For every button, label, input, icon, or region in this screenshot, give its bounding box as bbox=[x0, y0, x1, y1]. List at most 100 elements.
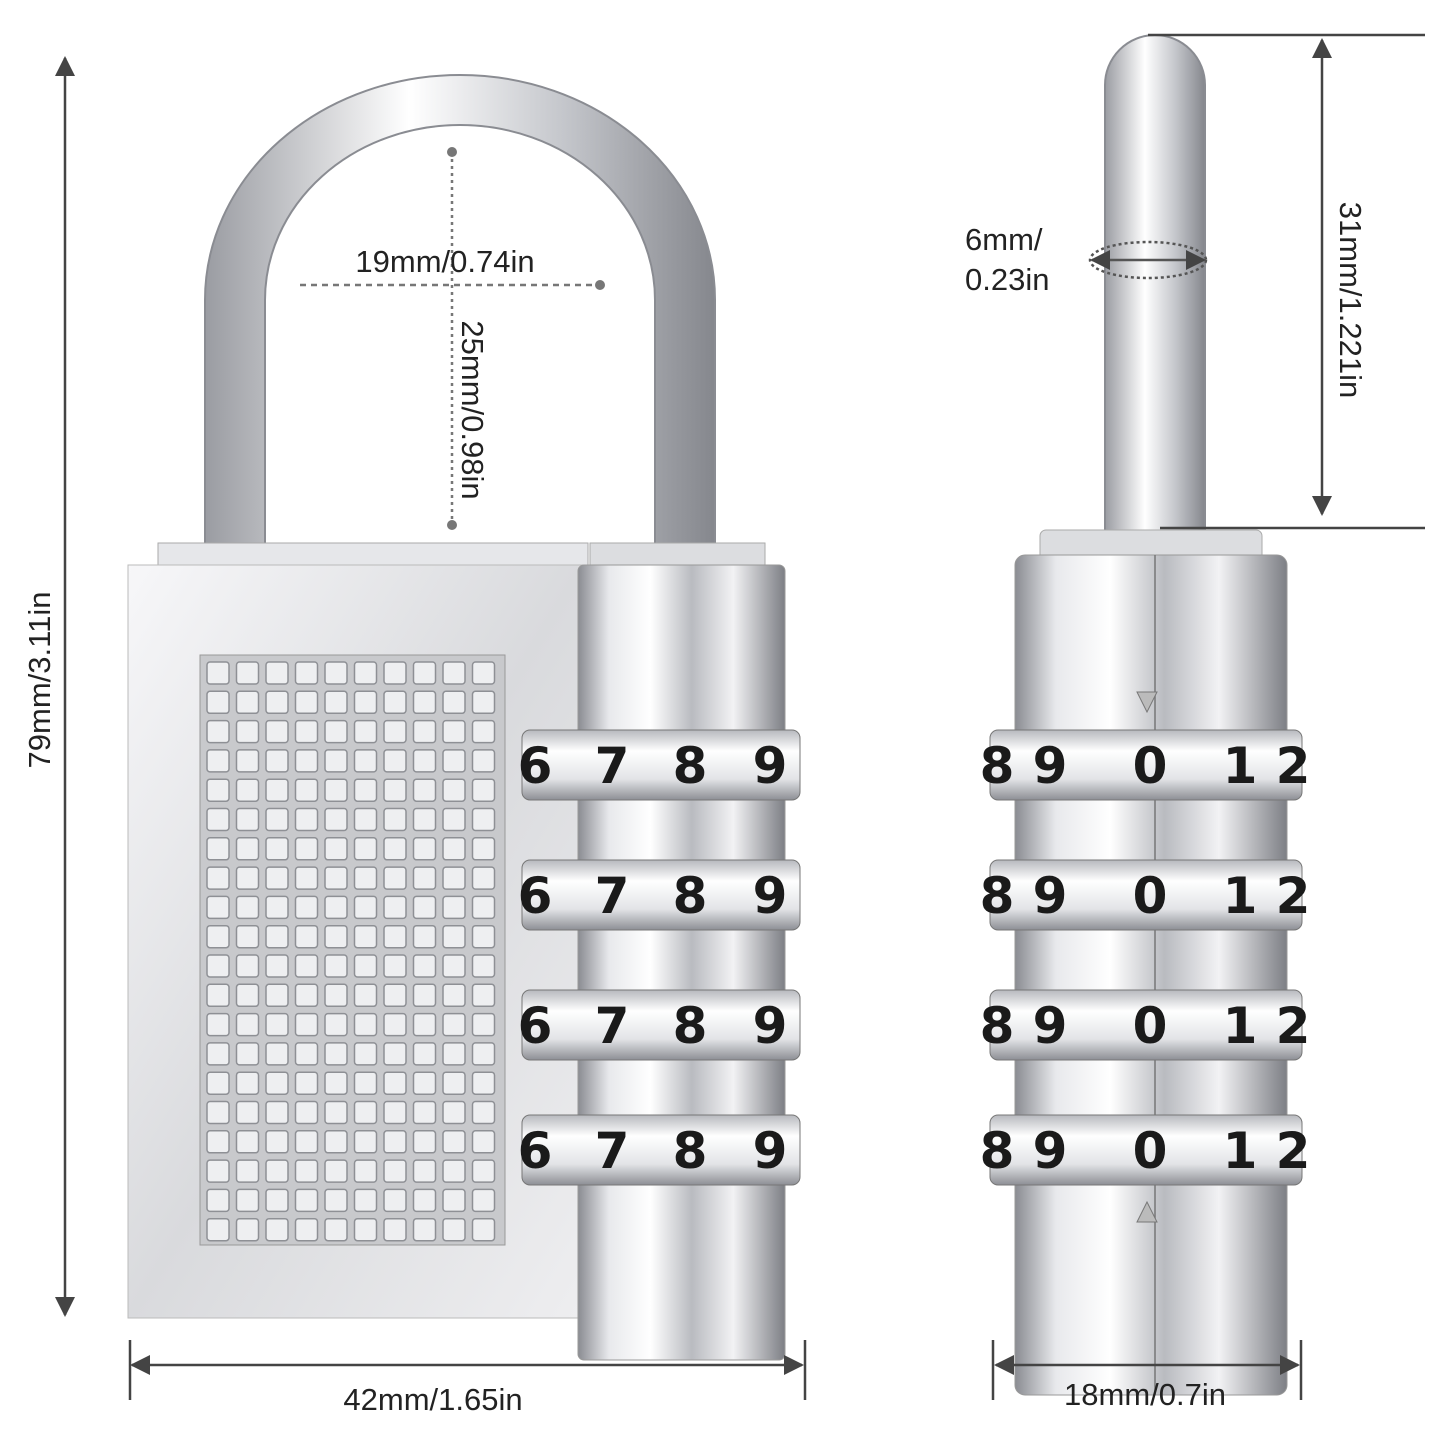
dial-digit: 1 bbox=[1223, 867, 1258, 925]
texture-square bbox=[412, 837, 437, 861]
texture-square bbox=[442, 954, 466, 978]
dial-digit: 2 bbox=[1276, 997, 1311, 1055]
texture-square bbox=[383, 1042, 407, 1066]
texture-square bbox=[294, 1130, 319, 1154]
texture-square bbox=[206, 1012, 230, 1037]
texture-square bbox=[324, 1071, 348, 1095]
texture-square bbox=[353, 924, 378, 949]
texture-square bbox=[412, 1130, 437, 1154]
dial-digit: 8 bbox=[980, 1122, 1015, 1180]
texture-square bbox=[206, 1071, 230, 1095]
texture-square bbox=[412, 954, 437, 978]
texture-square bbox=[324, 837, 348, 861]
dial-digit: 8 bbox=[673, 737, 708, 795]
texture-square bbox=[294, 690, 319, 715]
texture-square bbox=[353, 778, 378, 802]
texture-square bbox=[471, 719, 496, 744]
texture-square bbox=[353, 1100, 378, 1125]
texture-square bbox=[324, 719, 348, 744]
texture-square bbox=[294, 807, 319, 832]
dial-digit: 0 bbox=[1133, 737, 1168, 795]
texture-square bbox=[206, 778, 230, 802]
texture-square bbox=[412, 1188, 437, 1213]
texture-square bbox=[235, 1071, 260, 1095]
texture-square bbox=[383, 1159, 407, 1183]
top-arrow-marker-icon bbox=[1136, 691, 1158, 714]
texture-square bbox=[412, 1012, 437, 1037]
texture-square bbox=[265, 1100, 289, 1125]
texture-square bbox=[294, 749, 319, 773]
texture-square bbox=[353, 719, 378, 744]
texture-square bbox=[353, 1217, 378, 1242]
front-shackle bbox=[204, 74, 716, 546]
texture-square bbox=[383, 924, 407, 949]
texture-square bbox=[383, 661, 407, 685]
texture-square bbox=[442, 837, 466, 861]
texture-square bbox=[206, 1217, 230, 1242]
texture-square bbox=[471, 866, 496, 890]
shackle-diameter-label-1: 6mm/ bbox=[965, 222, 1043, 257]
texture-square bbox=[383, 1071, 407, 1095]
texture-square bbox=[265, 924, 289, 949]
texture-square bbox=[383, 690, 407, 715]
dial-digit: 9 bbox=[1033, 997, 1068, 1055]
texture-square bbox=[353, 749, 378, 773]
texture-square bbox=[471, 1100, 496, 1125]
texture-square bbox=[294, 661, 319, 685]
texture-square bbox=[442, 1188, 466, 1213]
shackle-diameter-label-2: 0.23in bbox=[965, 262, 1049, 297]
dial-digit: 9 bbox=[1033, 867, 1068, 925]
texture-square bbox=[471, 1130, 496, 1154]
texture-square bbox=[324, 1159, 348, 1183]
texture-square bbox=[442, 807, 466, 832]
texture-square bbox=[235, 1100, 260, 1125]
texture-square bbox=[324, 1188, 348, 1213]
texture-square bbox=[265, 1130, 289, 1154]
texture-square bbox=[471, 895, 496, 920]
texture-square bbox=[324, 895, 348, 920]
texture-square bbox=[265, 954, 289, 978]
dimension-annotations bbox=[55, 33, 1425, 1400]
texture-panel bbox=[199, 654, 506, 1246]
texture-square bbox=[265, 1159, 289, 1183]
texture-square bbox=[206, 837, 230, 861]
texture-square bbox=[265, 1012, 289, 1037]
texture-square bbox=[324, 983, 348, 1008]
texture-square bbox=[471, 954, 496, 978]
texture-square bbox=[206, 1130, 230, 1154]
texture-square bbox=[235, 1159, 260, 1183]
texture-square bbox=[235, 1217, 260, 1242]
texture-square bbox=[412, 924, 437, 949]
dial-digit: 8 bbox=[980, 867, 1015, 925]
texture-square bbox=[383, 778, 407, 802]
front-top-collar bbox=[589, 542, 766, 568]
dial-digit: 9 bbox=[753, 997, 788, 1055]
texture-square bbox=[324, 954, 348, 978]
side-shackle bbox=[1104, 34, 1206, 536]
texture-square bbox=[353, 1012, 378, 1037]
texture-square bbox=[235, 719, 260, 744]
dial-digit: 7 bbox=[595, 997, 630, 1055]
texture-square bbox=[294, 924, 319, 949]
texture-square bbox=[412, 661, 437, 685]
texture-square bbox=[412, 690, 437, 715]
texture-square bbox=[383, 954, 407, 978]
dial-digit: 0 bbox=[1133, 867, 1168, 925]
texture-square bbox=[442, 661, 466, 685]
texture-square bbox=[235, 1042, 260, 1066]
texture-square bbox=[471, 778, 496, 802]
texture-square bbox=[324, 866, 348, 890]
texture-square bbox=[265, 1071, 289, 1095]
texture-square bbox=[353, 954, 378, 978]
texture-square bbox=[294, 1042, 319, 1066]
texture-square bbox=[471, 661, 496, 685]
